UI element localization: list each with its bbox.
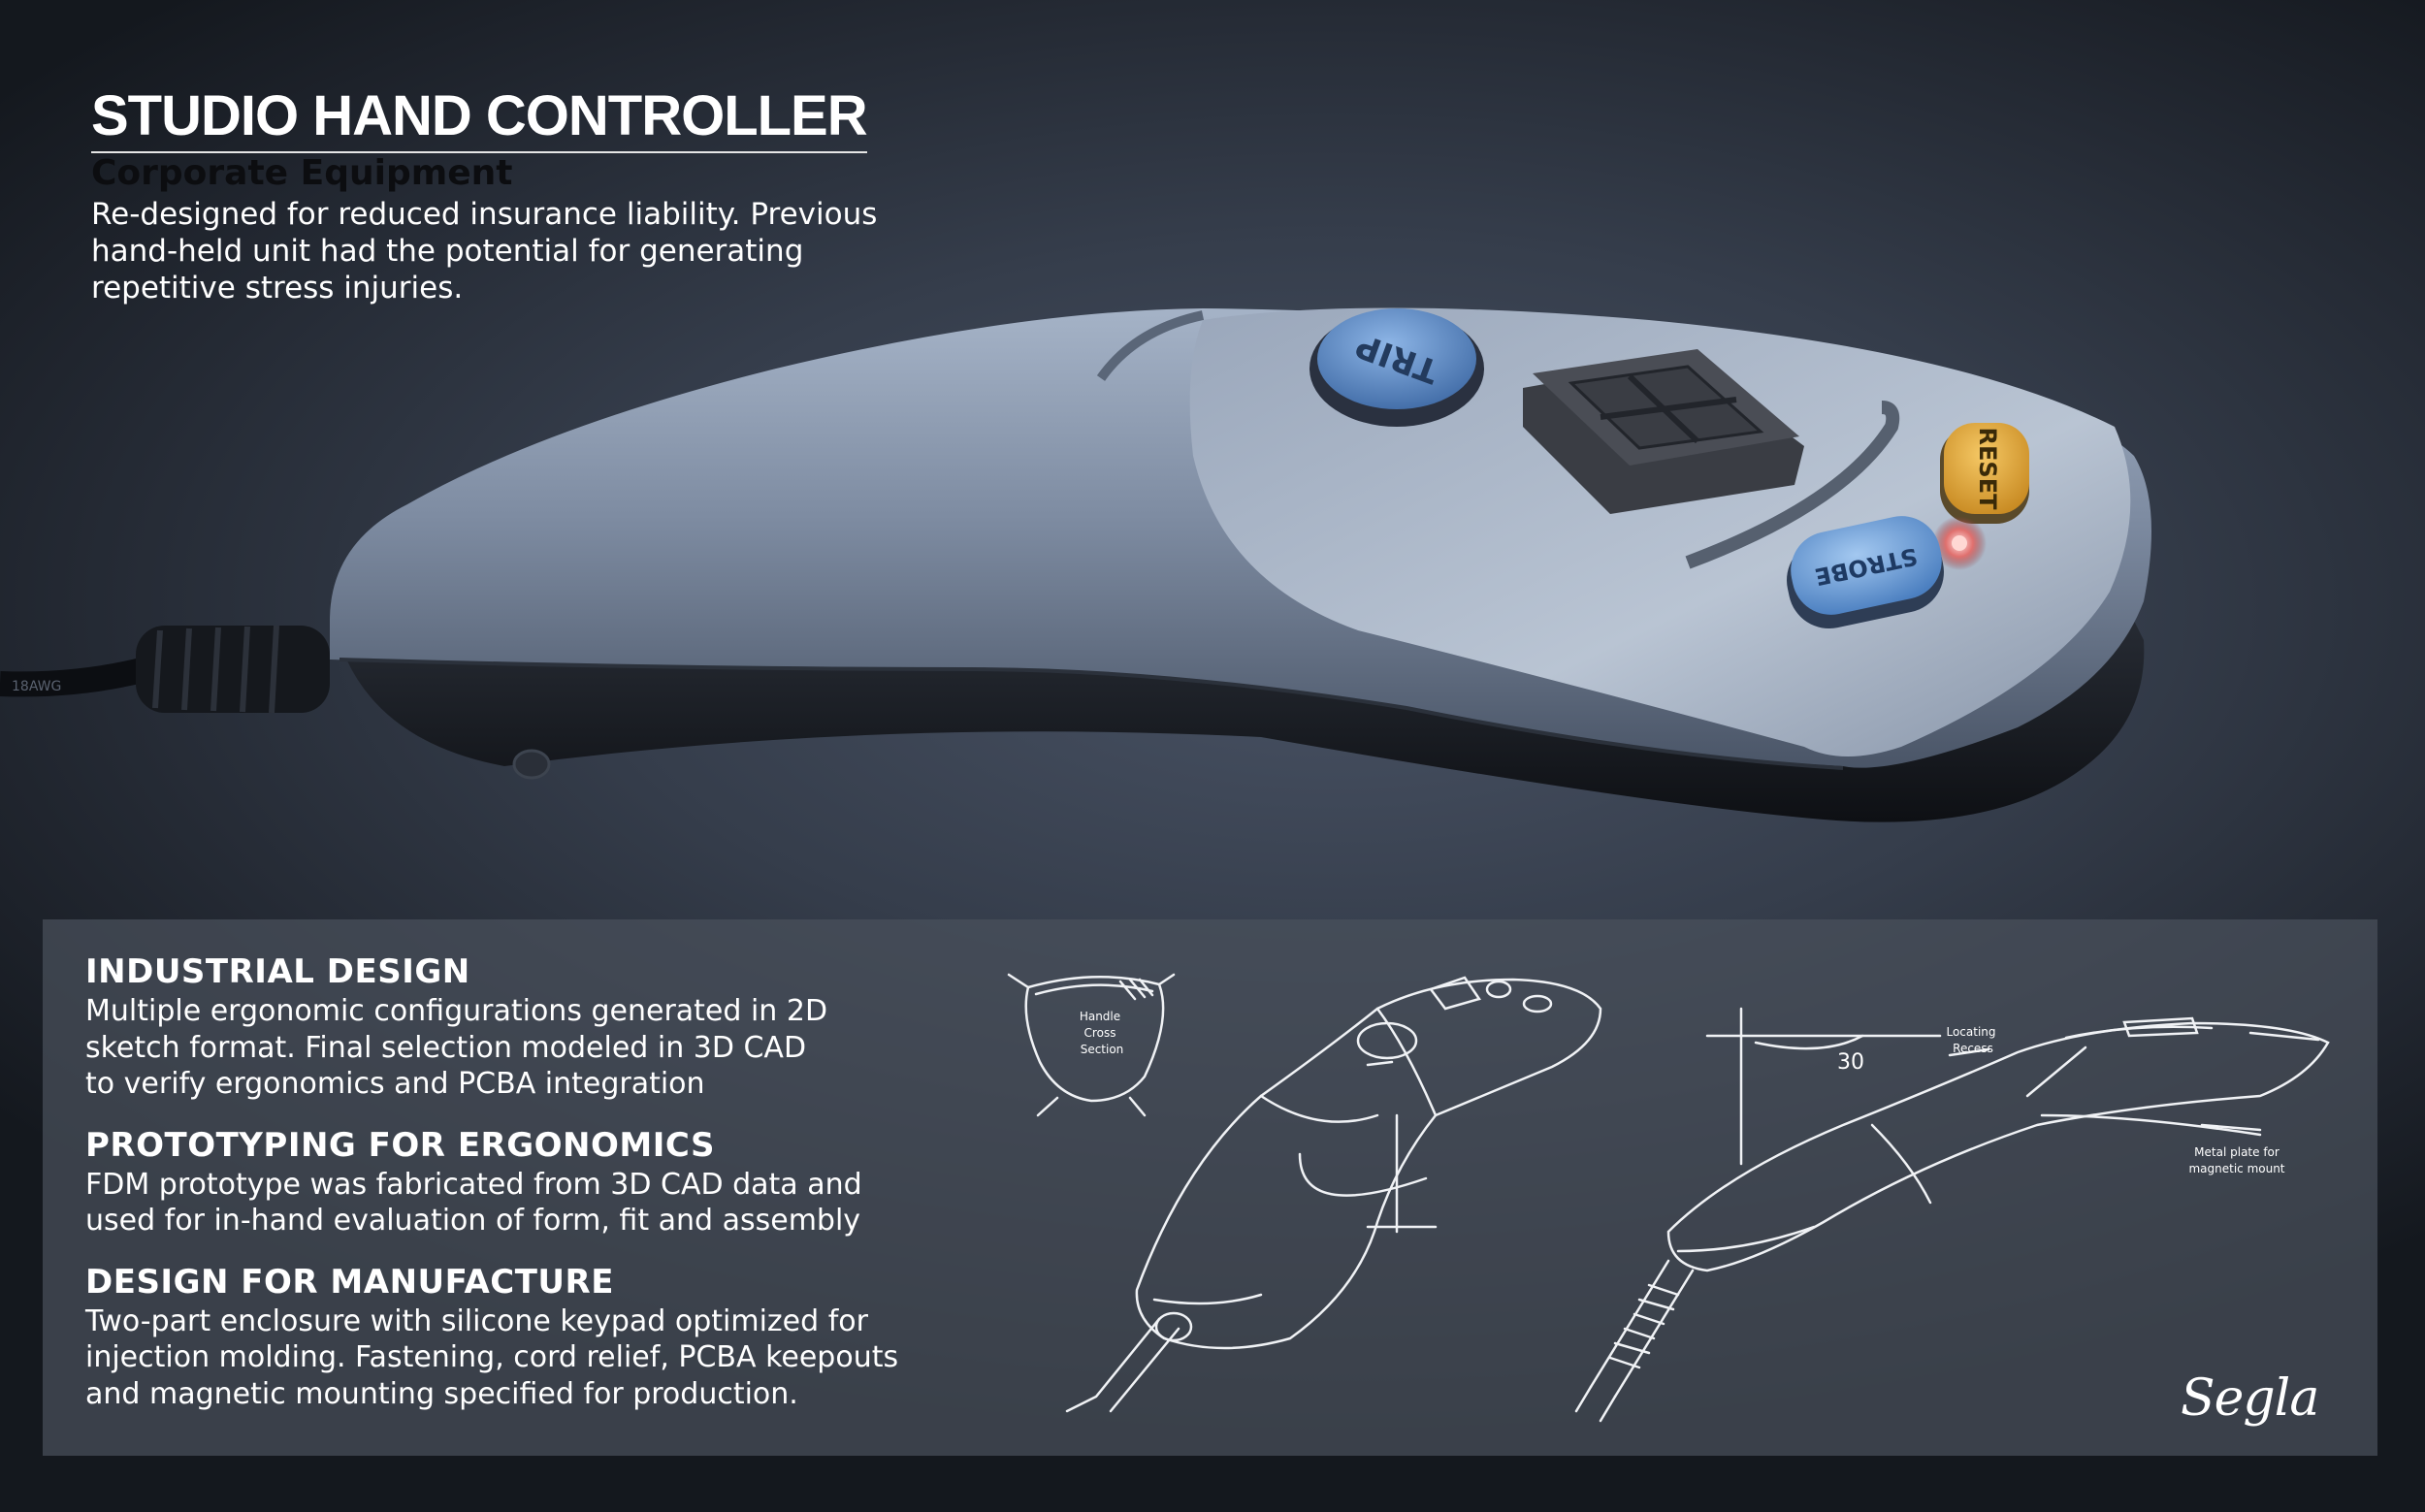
section-heading: PROTOTYPING FOR ERGONOMICS [85,1125,715,1165]
intro-line: hand-held unit had the potential for gen… [91,233,804,269]
strain-relief [136,625,330,714]
intro-text: Re-designed for reduced insurance liabil… [91,196,964,306]
trip-button: TRIP [1310,308,1484,427]
page-title: STUDIO HAND CONTROLLER [91,85,868,153]
section-prototyping: PROTOTYPING FOR ERGONOMICS FDM prototype… [85,1124,987,1239]
page-subtitle: Corporate Equipment [91,152,513,193]
design-sketches: Handle Cross Section 30 Locating Recess … [1007,973,2330,1423]
sketch-label: magnetic mount [2188,1162,2284,1175]
section-manufacture: DESIGN FOR MANUFACTURE Two-part enclosur… [85,1261,987,1413]
strobe-button: STROBE [1787,516,1944,629]
section-body: Two-part enclosure with silicone keypad … [85,1303,987,1413]
section-body: FDM prototype was fabricated from 3D CAD… [85,1167,987,1239]
sketch-label: Locating [1946,1025,1995,1039]
sketch-label: 30 [1837,1050,1864,1075]
segla-logo: Segla [2181,1369,2319,1428]
body-line: used for in-hand evaluation of form, fit… [85,1204,861,1238]
section-body: Multiple ergonomic configurations genera… [85,993,987,1103]
body-line: Two-part enclosure with silicone keypad … [85,1303,868,1338]
cable [0,657,149,697]
top-slot [1096,310,1205,381]
reset-button: RESET [1940,423,2029,524]
design-sections: INDUSTRIAL DESIGN Multiple ergonomic con… [85,950,987,1433]
body-line: injection molding. Fastening, cord relie… [85,1340,899,1374]
info-panel [43,919,2377,1456]
intro-line: Re-designed for reduced insurance liabil… [91,196,878,232]
section-industrial-design: INDUSTRIAL DESIGN Multiple ergonomic con… [85,950,987,1103]
section-heading: INDUSTRIAL DESIGN [85,952,470,991]
controller-render: 18AWG TRIP [0,307,2151,822]
sketch-label: Metal plate for [2194,1145,2280,1159]
body-line: to verify ergonomics and PCBA integratio… [85,1067,705,1101]
body-line: sketch format. Final selection modeled i… [85,1030,807,1065]
sketch-label: Handle [1080,1010,1120,1023]
body-line: and magnetic mounting specified for prod… [85,1376,798,1411]
intro-line: repetitive stress injuries. [91,270,464,306]
sketch-label: Section [1081,1043,1124,1056]
body-line: Multiple ergonomic configurations genera… [85,994,828,1028]
cable-marking: 18AWG [12,679,61,694]
side-button [512,749,551,780]
nav-pad [1523,349,1804,514]
section-heading: DESIGN FOR MANUFACTURE [85,1262,614,1302]
header: STUDIO HAND CONTROLLER Corporate Equipme… [91,85,964,306]
handle-sketch-side [1574,1007,2330,1423]
svg-text:RESET: RESET [1974,428,2001,511]
sketch-label: Cross [1084,1026,1116,1040]
sketch-label: Recess [1953,1042,1993,1055]
body-line: FDM prototype was fabricated from 3D CAD… [85,1167,862,1202]
handle-sketch-front [1065,976,1602,1413]
cross-section-sketch [1007,973,1176,1117]
